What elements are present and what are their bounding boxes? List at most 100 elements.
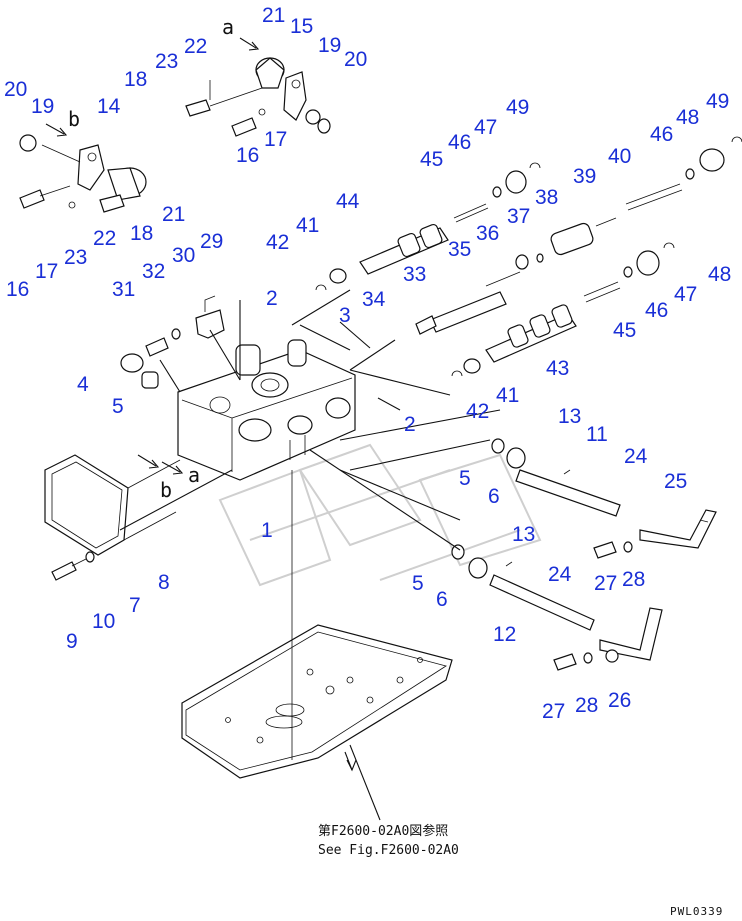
callout-49: 49 <box>706 90 729 113</box>
shaft-upper <box>491 438 621 517</box>
callout-2: 2 <box>266 287 278 310</box>
callout-34: 34 <box>362 288 386 311</box>
callout-14: 14 <box>97 95 121 118</box>
callout-8: 8 <box>158 571 170 594</box>
callout-27: 27 <box>594 572 617 595</box>
callout-12: 12 <box>493 623 516 646</box>
callout-46: 46 <box>645 299 668 322</box>
callout-23: 23 <box>64 246 87 269</box>
callout-10: 10 <box>92 610 115 633</box>
bracket-bolt <box>145 328 181 357</box>
leader-lines <box>119 289 501 821</box>
callout-2: 2 <box>404 413 416 436</box>
view-mark-b-body: b <box>160 478 172 502</box>
callout-20: 20 <box>4 78 27 101</box>
callout-42: 42 <box>466 400 489 423</box>
callout-24: 24 <box>624 445 648 468</box>
callout-5: 5 <box>412 572 424 595</box>
callout-labels: 21 15 22 23 19 20 18 16 17 20 19 14 16 1… <box>4 4 731 723</box>
callout-11: 11 <box>586 423 608 446</box>
callout-29: 29 <box>200 230 223 253</box>
callout-45: 45 <box>420 148 443 171</box>
lever-25 <box>639 509 717 549</box>
callout-15: 15 <box>290 15 313 38</box>
view-arrows <box>45 37 357 772</box>
base-plate <box>181 470 453 779</box>
callout-46: 46 <box>650 123 673 146</box>
callout-18: 18 <box>130 222 153 245</box>
lever-assembly-left <box>19 134 147 213</box>
callout-43: 43 <box>546 357 569 380</box>
callout-49: 49 <box>506 96 529 119</box>
caption-japanese: 第F2600-02A0図参照 <box>318 823 448 839</box>
callout-6: 6 <box>436 588 448 611</box>
callout-47: 47 <box>674 283 697 306</box>
view-mark-b-left: b <box>68 107 80 131</box>
callout-13: 13 <box>512 523 535 546</box>
callout-45: 45 <box>613 319 636 342</box>
callout-44: 44 <box>336 190 360 213</box>
callout-17: 17 <box>264 128 287 151</box>
callout-5: 5 <box>459 467 471 490</box>
spool-upper <box>359 162 541 275</box>
callout-31: 31 <box>112 278 135 301</box>
view-mark-a-body: a <box>188 463 200 487</box>
bushing <box>141 371 159 389</box>
callout-7: 7 <box>129 594 141 617</box>
callout-16: 16 <box>236 144 259 167</box>
callout-32: 32 <box>142 260 165 283</box>
callout-33: 33 <box>403 263 426 286</box>
callout-42: 42 <box>266 231 289 254</box>
reference-caption: 第F2600-02A0図参照 See Fig.F2600-02A0 <box>318 823 459 858</box>
callout-18: 18 <box>124 68 147 91</box>
callout-17: 17 <box>35 260 58 283</box>
shaft-lower <box>451 544 595 631</box>
callout-19: 19 <box>318 34 341 57</box>
callout-36: 36 <box>476 222 499 245</box>
callout-21: 21 <box>262 4 285 27</box>
callout-48: 48 <box>708 263 731 286</box>
callout-19: 19 <box>31 95 54 118</box>
callout-23: 23 <box>155 50 178 73</box>
callout-47: 47 <box>474 116 497 139</box>
callout-24: 24 <box>548 563 572 586</box>
callout-26: 26 <box>608 689 631 712</box>
callout-4: 4 <box>77 373 89 396</box>
callout-1: 1 <box>261 519 273 542</box>
callout-40: 40 <box>608 145 631 168</box>
callout-41: 41 <box>296 214 319 237</box>
callout-16: 16 <box>6 278 29 301</box>
callout-37: 37 <box>507 205 530 228</box>
spool-middle <box>415 136 742 335</box>
watermark-logo <box>218 443 542 587</box>
callout-6: 6 <box>488 485 500 508</box>
callout-20: 20 <box>344 48 367 71</box>
callout-39: 39 <box>573 165 596 188</box>
drawing-code: PWL0339 <box>670 905 723 918</box>
lever-26 <box>599 607 663 663</box>
bracket <box>195 295 225 339</box>
callout-5: 5 <box>112 395 124 418</box>
callout-9: 9 <box>66 630 78 653</box>
callout-35: 35 <box>448 238 471 261</box>
cover-bolt <box>51 551 95 581</box>
callout-38: 38 <box>535 186 558 209</box>
callout-30: 30 <box>172 244 195 267</box>
callout-22: 22 <box>93 227 116 250</box>
view-marks: a b b a <box>68 15 234 502</box>
callout-13: 13 <box>558 405 581 428</box>
callout-28: 28 <box>622 568 645 591</box>
callout-27: 27 <box>542 700 565 723</box>
callout-41: 41 <box>496 384 519 407</box>
caption-english: See Fig.F2600-02A0 <box>318 843 459 858</box>
spool-lower <box>315 242 675 377</box>
callout-22: 22 <box>184 35 207 58</box>
callout-21: 21 <box>162 203 185 226</box>
view-mark-a-top: a <box>222 15 234 39</box>
valve-body <box>177 339 356 481</box>
lever-bolt <box>553 541 633 671</box>
callout-28: 28 <box>575 694 598 717</box>
callout-25: 25 <box>664 470 687 493</box>
callout-46: 46 <box>448 131 471 154</box>
